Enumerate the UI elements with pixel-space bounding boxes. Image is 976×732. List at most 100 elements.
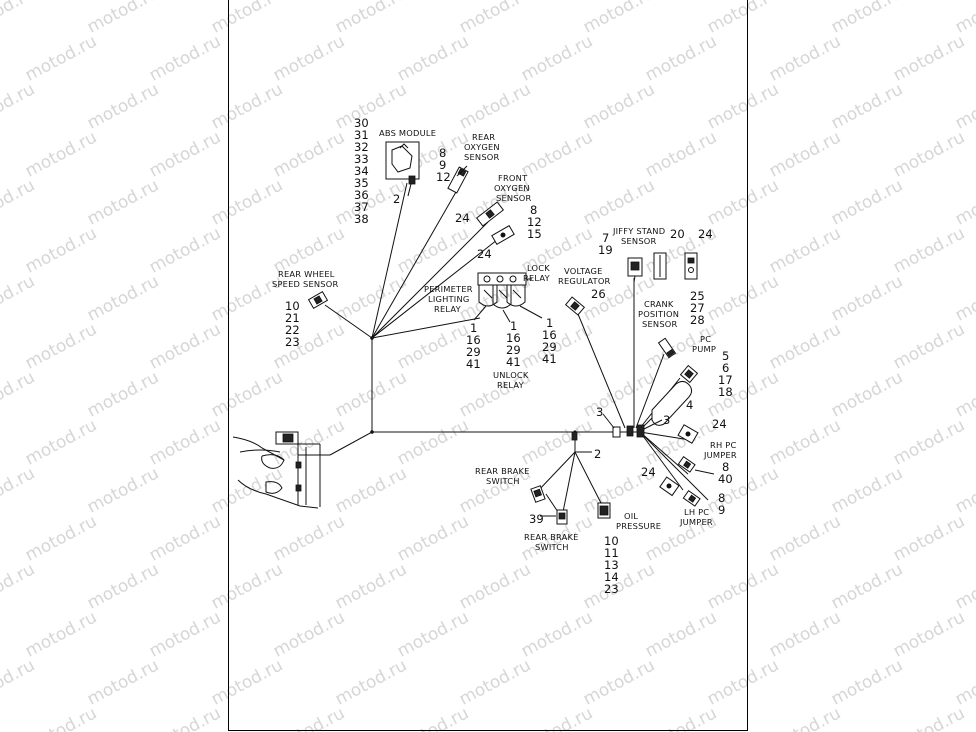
voltage-regulator-label: VOLTAGE REGULATOR xyxy=(558,266,611,286)
svg-text:23: 23 xyxy=(604,582,619,596)
svg-text:24: 24 xyxy=(712,417,727,431)
oil-pressure-label: OIL PRESSURE xyxy=(616,511,661,531)
svg-text:1: 1 xyxy=(546,316,553,330)
svg-text:2: 2 xyxy=(393,192,400,206)
perimeter-lighting-relay-refs: 1 16 29 41 xyxy=(466,321,481,371)
oil-pressure-sender xyxy=(597,502,611,519)
unlock-relay-refs: 1 16 29 41 xyxy=(506,319,521,369)
svg-text:28: 28 xyxy=(690,313,705,327)
svg-text:18: 18 xyxy=(718,385,733,399)
callout-3a: 3 xyxy=(596,405,603,419)
svg-text:31: 31 xyxy=(354,128,369,142)
rear-oxygen-sensor-label: REAR OXYGEN SENSOR xyxy=(464,132,503,162)
svg-text:36: 36 xyxy=(354,188,369,202)
svg-text:35: 35 xyxy=(354,176,369,190)
rear-oxygen-sensor-refs: 8 9 12 24 xyxy=(436,146,470,225)
svg-text:27: 27 xyxy=(690,301,705,315)
jiffy-stand-sensor-refs: 7 19 20 24 xyxy=(598,227,713,257)
svg-text:1: 1 xyxy=(510,319,517,333)
perimeter-lighting-relay-label: PERIMETER LIGHTING RELAY xyxy=(424,284,476,314)
voltage-regulator-ref: 26 xyxy=(591,287,606,301)
svg-text:41: 41 xyxy=(506,355,521,369)
svg-text:8: 8 xyxy=(718,491,725,505)
rear-brake-switch-ref: 39 xyxy=(529,512,544,526)
drawing-frame xyxy=(228,0,748,731)
svg-text:16: 16 xyxy=(466,333,481,347)
front-oxygen-sensor-connector xyxy=(491,224,515,246)
rh-pc-jumper-label: RH PC JUMPER xyxy=(703,440,739,460)
callout-2: 2 xyxy=(594,447,601,461)
rear-wheel-speed-sensor-label: REAR WHEEL SPEED SENSOR xyxy=(272,269,338,289)
lh-pc-jumper-refs: 24 8 9 xyxy=(641,465,725,517)
rear-brake-switch-upper xyxy=(530,485,546,503)
jiffy-stand-sensor-label: JIFFY STAND SENSOR xyxy=(612,226,668,246)
svg-text:40: 40 xyxy=(718,472,733,486)
rear-wheel-speed-sensor xyxy=(307,290,329,310)
svg-text:5: 5 xyxy=(722,349,729,363)
svg-text:6: 6 xyxy=(722,361,729,375)
svg-text:13: 13 xyxy=(604,558,619,572)
svg-text:22: 22 xyxy=(285,323,300,337)
svg-text:41: 41 xyxy=(466,357,481,371)
svg-text:14: 14 xyxy=(604,570,619,584)
svg-text:30: 30 xyxy=(354,116,369,130)
crank-position-sensor-label: CRANK POSITION SENSOR xyxy=(638,299,682,329)
voltage-regulator-connector xyxy=(564,296,586,316)
lock-relay-refs: 1 16 29 41 xyxy=(542,316,557,366)
pc-pump-refs: 5 6 17 18 4 xyxy=(686,349,733,412)
callout-3b: 3 xyxy=(663,413,670,427)
harness-inline-connectors xyxy=(571,413,663,441)
svg-text:9: 9 xyxy=(718,503,725,517)
abs-module xyxy=(385,141,420,197)
rh-pc-jumper-refs: 24 8 40 xyxy=(712,417,733,486)
lh-pc-jumper xyxy=(659,476,701,507)
rear-brake-switch-lower-label: REAR BRAKE SWITCH xyxy=(524,532,581,552)
svg-text:41: 41 xyxy=(542,352,557,366)
unlock-relay-label: UNLOCK RELAY xyxy=(493,370,531,390)
svg-text:10: 10 xyxy=(285,299,300,313)
svg-text:23: 23 xyxy=(285,335,300,349)
crank-position-sensor-refs: 25 27 28 xyxy=(690,289,705,327)
svg-text:1: 1 xyxy=(470,321,477,335)
part-20-connector xyxy=(653,252,667,280)
svg-text:24: 24 xyxy=(698,227,713,241)
svg-text:4: 4 xyxy=(686,398,693,412)
svg-text:8: 8 xyxy=(530,203,537,217)
rear-wheel-speed-sensor-refs: 10 21 22 23 xyxy=(285,299,300,349)
svg-text:12: 12 xyxy=(527,215,542,229)
svg-text:8: 8 xyxy=(722,460,729,474)
svg-text:24: 24 xyxy=(477,247,492,261)
front-oxygen-sensor xyxy=(475,201,505,227)
svg-text:10: 10 xyxy=(604,534,619,548)
svg-text:24: 24 xyxy=(641,465,656,479)
jiffy-stand-sensor-connector xyxy=(627,257,643,283)
lock-relay-label: LOCK RELAY xyxy=(523,263,553,283)
svg-text:20: 20 xyxy=(670,227,685,241)
svg-text:33: 33 xyxy=(354,152,369,166)
relay-cluster xyxy=(473,272,543,323)
svg-text:12: 12 xyxy=(436,170,451,184)
rear-oxygen-sensor xyxy=(447,166,469,194)
svg-text:25: 25 xyxy=(690,289,705,303)
svg-text:8: 8 xyxy=(439,146,446,160)
svg-text:38: 38 xyxy=(354,212,369,226)
svg-text:19: 19 xyxy=(598,243,613,257)
svg-text:16: 16 xyxy=(542,328,557,342)
svg-text:7: 7 xyxy=(602,231,609,245)
part-24-connector xyxy=(684,252,698,280)
abs-module-refs: 30 31 32 33 34 35 36 37 38 2 xyxy=(354,116,400,226)
crank-position-sensor xyxy=(657,337,677,359)
rh-pc-jumper xyxy=(677,424,715,475)
oil-pressure-refs: 10 11 13 14 23 xyxy=(604,534,619,596)
svg-text:29: 29 xyxy=(506,343,521,357)
svg-text:16: 16 xyxy=(506,331,521,345)
svg-text:37: 37 xyxy=(354,200,369,214)
svg-text:32: 32 xyxy=(354,140,369,154)
abs-module-label: ABS MODULE xyxy=(379,128,436,138)
svg-text:17: 17 xyxy=(718,373,733,387)
lh-pc-jumper-label: LH PC JUMPER xyxy=(679,507,713,527)
svg-text:29: 29 xyxy=(542,340,557,354)
front-oxygen-sensor-refs: 8 12 15 24 xyxy=(477,203,542,261)
pc-pump xyxy=(641,364,699,429)
rear-brake-switch-lower xyxy=(556,509,568,525)
